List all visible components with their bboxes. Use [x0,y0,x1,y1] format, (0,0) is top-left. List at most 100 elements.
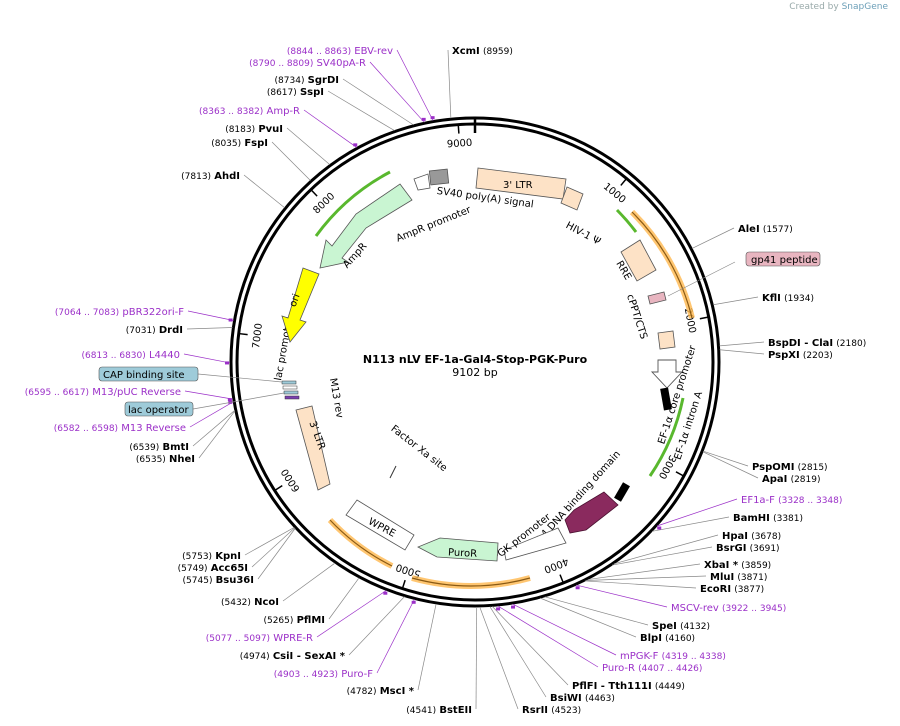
m13-rev-feature[interactable] [284,395,300,400]
ltr-5-label: 3' LTR [503,180,533,191]
primer-site-marker [657,526,662,530]
primer-label[interactable]: mPGK-F (4319 .. 4338) [620,651,726,662]
primer-label[interactable]: EF1a-F (3328 .. 3348) [741,495,842,506]
enzyme-label[interactable]: (6535) NheI [136,454,195,465]
snapgene-logo: SnapGene [841,2,888,12]
enzyme-label[interactable]: MluI (3871) [710,572,767,583]
enzyme-label[interactable]: (5753) KpnI [182,551,241,562]
enzyme-leader-line [257,528,296,580]
enzyme-label[interactable]: PspXI (2203) [768,350,833,361]
tick-mark [457,124,460,134]
enzyme-label[interactable]: (7031) DrdI [126,325,183,336]
primer-site-marker [227,398,232,402]
enzyme-label[interactable]: BspDI - ClaI (2180) [768,338,866,349]
enzyme-leader-line [613,534,719,565]
enzyme-leader-line [243,174,285,209]
cap-binding-site-feature[interactable] [281,380,297,385]
enzyme-label[interactable]: KflI (1934) [762,293,814,304]
enzyme-label[interactable]: ApaI (2819) [762,474,821,485]
gp41-peptide-box[interactable]: gp41 peptide [667,251,821,297]
enzyme-label[interactable]: BamHI (3381) [733,513,803,524]
enzyme-label[interactable]: (8734) SgrDI [275,75,339,86]
orange-arc-bottom-left-line [329,519,393,567]
primer-leader-line [497,605,599,668]
lac-promoter-feature[interactable] [282,385,298,390]
lac-operator-feature[interactable] [283,390,299,395]
enzyme-label[interactable]: XbaI * (3859) [704,560,771,571]
enzyme-label[interactable]: (4974) CsiI - SexAI * [240,651,346,662]
enzyme-leader-line [584,580,697,589]
enzyme-label[interactable]: (8617) SspI [267,87,324,98]
enzyme-label[interactable]: EcoRI (3877) [700,584,764,595]
primer-label[interactable]: (5077 .. 5097) WPRE-R [206,633,313,644]
primer-label[interactable]: (6595 .. 6617) M13/pUC Reverse [25,387,181,398]
enzyme-leader-line [491,606,569,686]
cppt-feature[interactable] [657,330,676,350]
enzyme-label[interactable]: AleI (1577) [738,224,793,235]
ori-label: ori [288,293,303,309]
plasmid-size: 9102 bp [452,366,497,379]
tick-mark [559,574,565,584]
primer-site-marker [383,591,388,595]
enzyme-leader-line [691,227,735,249]
ampr-promoter-arrow[interactable] [413,173,431,191]
lac-operator-box[interactable]: lac operator [124,392,285,417]
puror-feature[interactable] [417,537,499,562]
enzyme-label[interactable]: (8035) FspI [211,138,268,149]
ltr-3-feature[interactable] [295,405,331,491]
primer-label[interactable]: (4903 .. 4923) Puro-F [274,669,373,680]
ampr-feature[interactable] [319,183,413,269]
orange-arc-bottom-line [411,577,531,587]
enzyme-leader-line [475,606,478,710]
enzyme-label[interactable]: (8183) PvuI [225,124,283,135]
site-labels: XcmI (8959) AleI (1577) KflI (1934) BspDI -… [25,46,866,716]
primer-label[interactable]: MSCV-rev (3922 .. 3945) [671,603,786,614]
wpre-feature[interactable] [345,499,415,551]
enzyme-label[interactable]: (5432) NcoI [221,597,279,608]
enzyme-label[interactable]: (6539) BmtI [129,442,189,453]
enzyme-leader-line [417,603,437,691]
primer-label[interactable]: (6813 .. 6830) L4440 [82,350,181,361]
gal4-dbd-feature[interactable] [564,491,619,534]
enzyme-label[interactable]: HpaI (3678) [722,531,781,542]
hiv-psi-feature[interactable] [560,186,584,211]
enzyme-label[interactable]: (7813) AhdI [181,171,240,182]
enzyme-label[interactable]: (5265) PflMI [263,615,325,626]
enzyme-label[interactable]: BsrGI (3691) [716,543,780,554]
enzyme-label[interactable]: BlpI (4160) [640,633,695,644]
green-arc-top-left [314,170,391,237]
enzyme-leader-line [585,575,707,581]
ori-feature[interactable] [281,267,320,343]
cap-binding-site-box[interactable]: CAP binding site [98,366,283,383]
enzyme-leader-line [703,450,749,467]
primer-label[interactable]: (6582 .. 6598) M13 Reverse [54,423,186,434]
enzyme-label[interactable]: (4541) BstEII [406,705,472,716]
rre-feature[interactable] [620,239,657,282]
primer-label[interactable]: (8844 .. 8863) EBV-rev [287,46,393,57]
enzyme-label[interactable]: (5749) Acc65I [178,563,248,574]
primer-label[interactable]: (8363 .. 8382) Amp-R [199,106,300,117]
enzyme-label[interactable]: PspOMI (2815) [752,462,828,473]
tick-mark [699,316,709,320]
primer-leader-line [183,353,231,364]
primer-leader-line [512,603,617,656]
gp41-feature[interactable] [647,291,667,305]
primer-label[interactable]: (8790 .. 8809) SV40pA-R [249,58,366,69]
enzyme-leader-line [719,341,765,347]
svg-text:gp41 peptide: gp41 peptide [751,255,818,266]
enzyme-label[interactable]: RsrII (4523) [522,705,581,716]
enzyme-label[interactable]: PflFI - Tth111I (4449) [572,681,685,692]
primer-label[interactable]: Puro-R (4407 .. 4426) [602,663,702,674]
sv40-polya-feature[interactable] [428,168,450,186]
primer-leader-line [576,584,668,608]
primer-label[interactable]: (7064 .. 7083) pBR322ori-F [55,307,184,318]
enzyme-leader-line [489,606,547,698]
enzyme-label[interactable]: (5745) Bsu36I [183,575,254,586]
enzyme-label[interactable]: (4782) MscI * [347,686,415,697]
enzyme-label[interactable]: XcmI (8959) [452,46,513,57]
enzyme-label[interactable]: BsiWI (4463) [550,693,615,704]
enzyme-label[interactable]: SpeI (4132) [652,621,710,632]
ef1a-core-promoter-arrow[interactable] [650,359,684,389]
pgk-promoter-arrow[interactable] [503,527,567,561]
